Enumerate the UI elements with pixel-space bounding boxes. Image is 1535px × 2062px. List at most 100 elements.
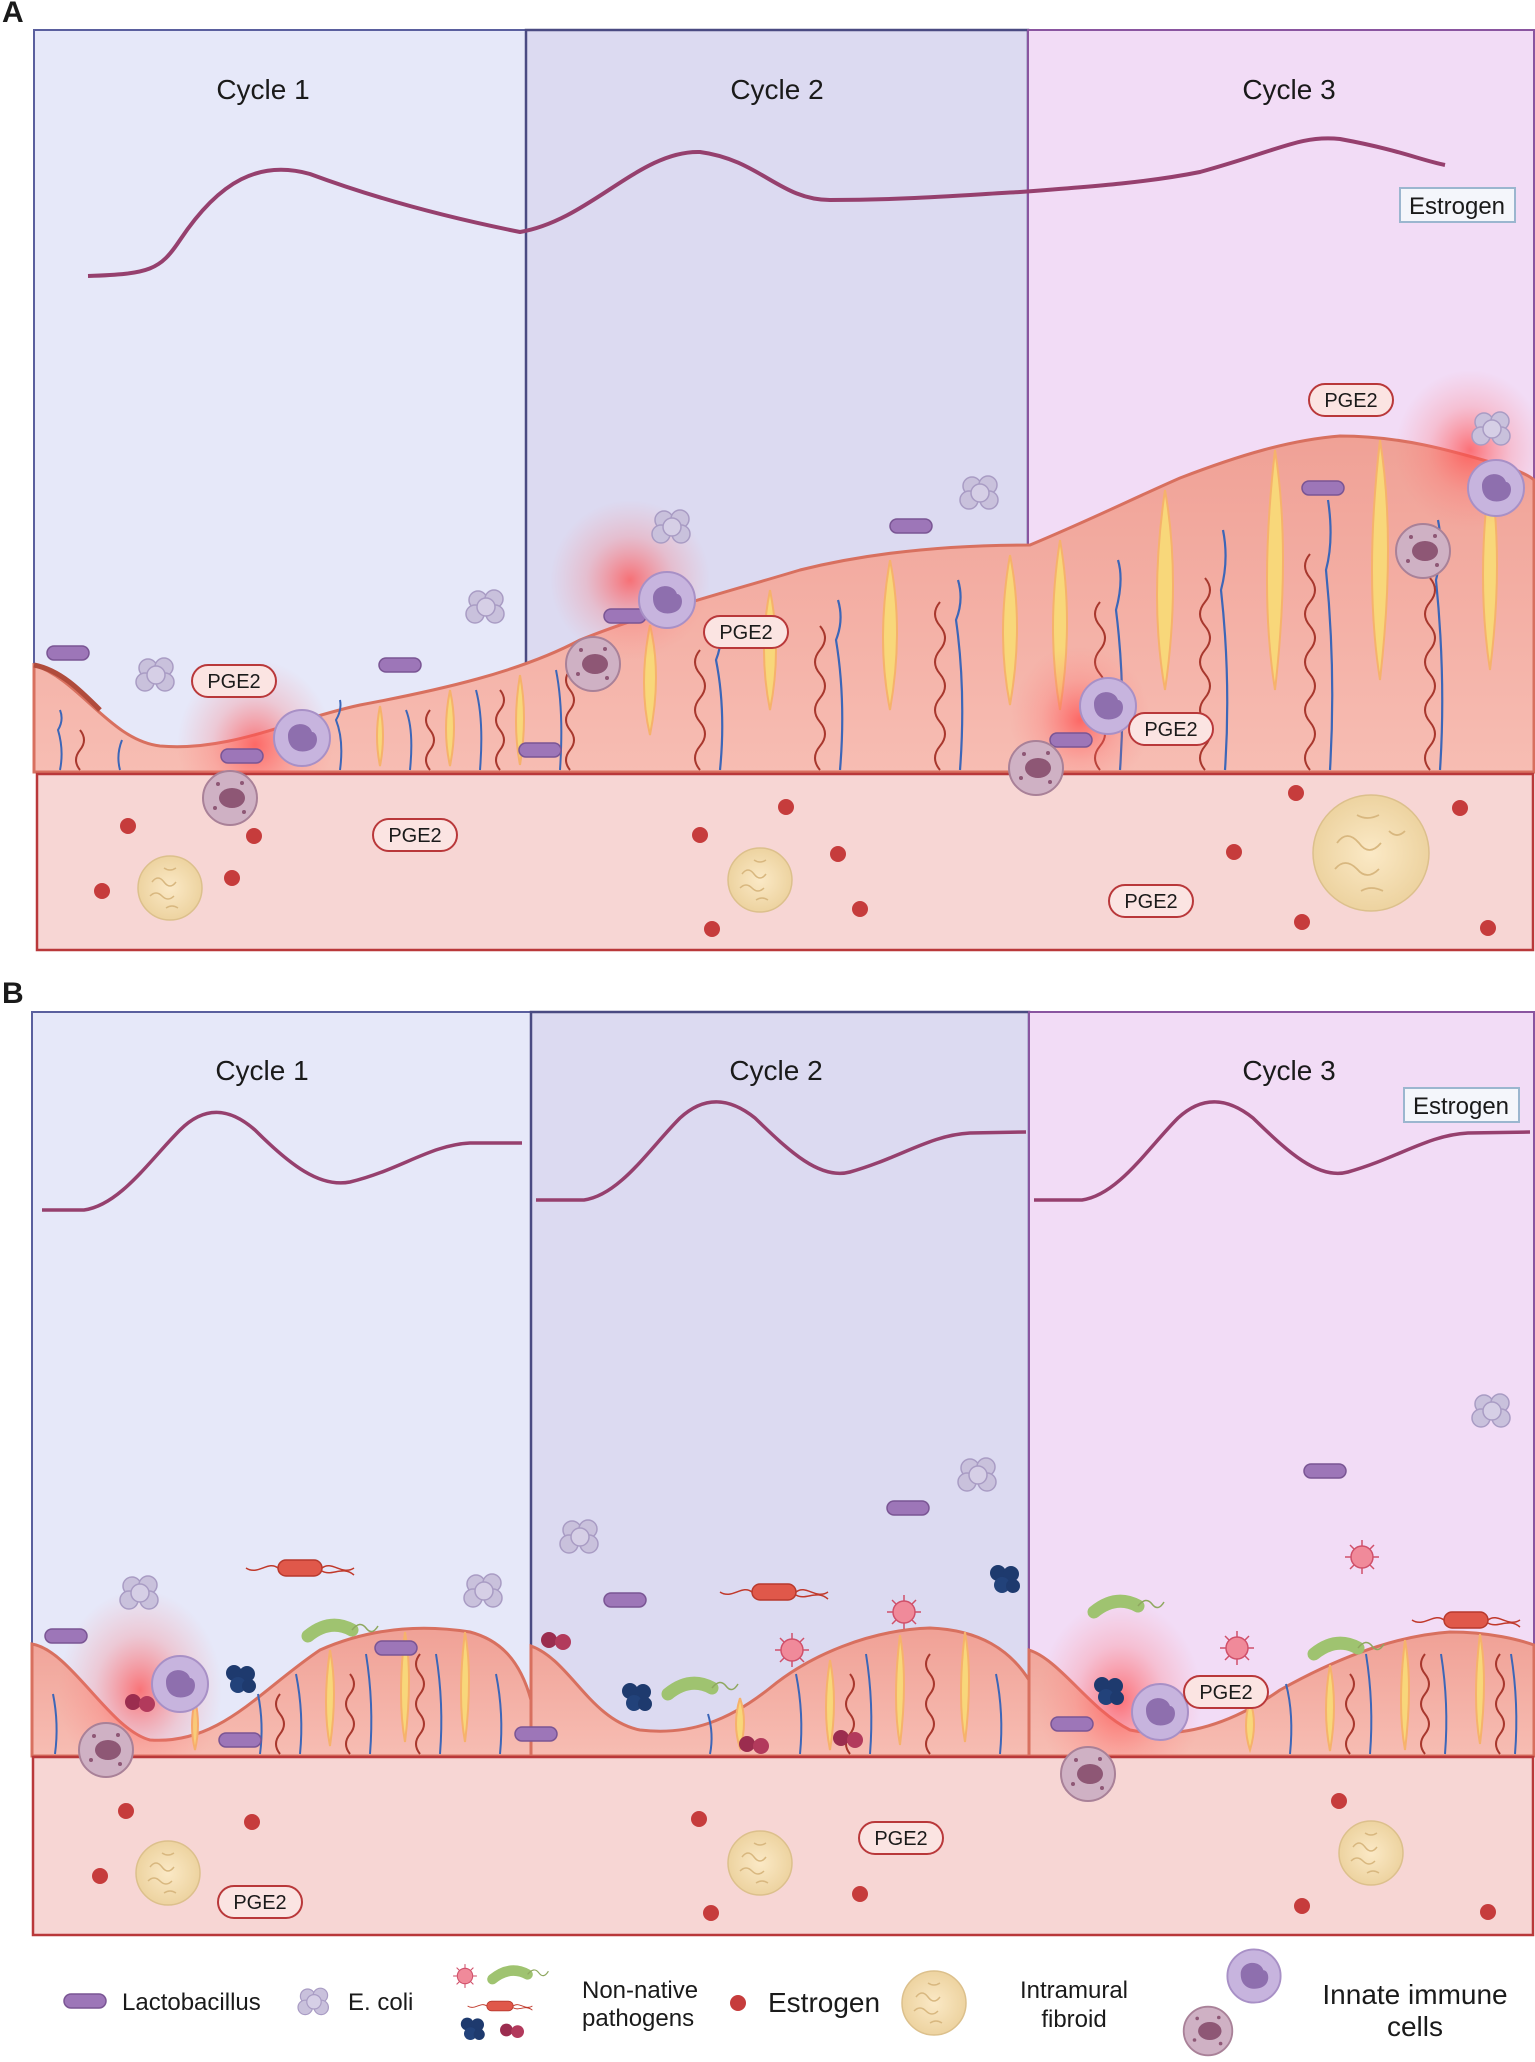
cycle-1-background xyxy=(33,29,527,773)
non-native-pathogen xyxy=(1344,1539,1380,1575)
legend-immune-line1: Innate immune xyxy=(1322,1979,1507,2010)
estrogen-label: Estrogen xyxy=(1409,193,1505,220)
vessels-cycle-1 xyxy=(56,669,563,771)
pge2-label: PGE2 xyxy=(703,615,789,649)
pge2-label: PGE2 xyxy=(1128,712,1214,746)
innate-immune-cell-icon xyxy=(1226,1948,1282,2004)
spiral-arteries-cycle-1 xyxy=(75,669,575,771)
lactobacillus xyxy=(514,1726,558,1742)
intramural-fibroid xyxy=(1338,1820,1404,1886)
e-coli-icon xyxy=(297,1987,329,2016)
lactobacillus xyxy=(518,742,562,758)
panel-letter: B xyxy=(2,977,24,1010)
lactobacillus xyxy=(46,645,90,661)
spiral-arteries-cycle-2 xyxy=(694,601,946,771)
cycle-3-label: Cycle 3 xyxy=(1242,74,1335,105)
vessels-panel-b xyxy=(52,1653,1518,1755)
estrogen-curve xyxy=(536,1100,1027,1202)
lactobacillus xyxy=(1050,1716,1094,1732)
pge2-label: PGE2 xyxy=(1108,884,1194,918)
non-native-pathogen xyxy=(886,1594,922,1630)
non-native-pathogen xyxy=(774,1632,810,1668)
legend-pathogens-line1: Non-native xyxy=(582,1977,698,2004)
pge2-label: PGE2 xyxy=(372,818,458,852)
innate-immune-cell xyxy=(638,571,696,629)
legend-estrogen: Estrogen xyxy=(768,1987,880,2018)
endometrium xyxy=(529,1626,1031,1758)
pge2-label: PGE2 xyxy=(191,664,277,698)
estrogen-label-box xyxy=(1399,187,1516,223)
endometrium-surface-edge xyxy=(33,662,102,712)
cycle-1-label: Cycle 1 xyxy=(215,1055,308,1086)
legend: Lactobacillus E. coli Non-native pathoge… xyxy=(63,1948,1508,2057)
pge2-label: PGE2 xyxy=(1308,383,1394,417)
innate-immune-cell xyxy=(151,1655,209,1713)
intramural-fibroid xyxy=(727,847,793,913)
estrogen-molecules xyxy=(94,785,1496,937)
svg-text:PGE2: PGE2 xyxy=(233,1892,286,1914)
glands-cycle-2 xyxy=(643,554,1018,736)
glands-cycle-1 xyxy=(376,674,525,767)
innate-immune-cell xyxy=(78,1722,134,1778)
svg-text:PGE2: PGE2 xyxy=(874,1828,927,1850)
glands-panel-b xyxy=(191,1631,1485,1754)
innate-immune-cell xyxy=(1008,740,1064,796)
intramural-fibroid-icon xyxy=(901,1970,967,2036)
cycle-2-label: Cycle 2 xyxy=(730,74,823,105)
svg-text:PGE2: PGE2 xyxy=(1124,891,1177,913)
cycle-2-label: Cycle 2 xyxy=(729,1055,822,1086)
pge2-label: PGE2 xyxy=(858,1821,944,1855)
panel-b: B Cycle 1 Cycle 2 Cycle 3 Estrogen xyxy=(2,977,1535,1937)
cycle-1-label: Cycle 1 xyxy=(216,74,309,105)
svg-text:PGE2: PGE2 xyxy=(388,825,441,847)
legend-fibroid-line1: Intramural xyxy=(1020,1977,1128,2004)
lactobacillus xyxy=(44,1628,88,1644)
non-native-pathogen xyxy=(1219,1630,1255,1666)
panel-letter: A xyxy=(2,0,24,29)
legend-lactobacillus: Lactobacillus xyxy=(122,1989,261,2016)
estrogen-label: Estrogen xyxy=(1413,1093,1509,1120)
innate-immune-cell xyxy=(1060,1746,1116,1802)
innate-immune-cell xyxy=(1079,677,1137,735)
lactobacillus xyxy=(603,1592,647,1608)
svg-text:PGE2: PGE2 xyxy=(1144,719,1197,741)
estrogen-curve xyxy=(1034,1100,1531,1202)
lactobacillus xyxy=(889,518,933,534)
estrogen-curve xyxy=(87,136,1446,278)
estrogen-molecules xyxy=(92,1793,1496,1921)
lactobacillus xyxy=(374,1640,418,1656)
intramural-fibroid xyxy=(135,1840,201,1906)
intramural-fibroid xyxy=(727,1830,793,1896)
lactobacillus xyxy=(220,748,264,764)
estrogen-icon xyxy=(730,1995,746,2011)
lactobacillus xyxy=(1303,1463,1347,1479)
pge2-label: PGE2 xyxy=(1183,1675,1269,1709)
lactobacillus xyxy=(218,1732,262,1748)
cycle-3-label: Cycle 3 xyxy=(1242,1055,1335,1086)
spiral-arteries-panel-b xyxy=(275,1653,1505,1755)
intramural-fibroid xyxy=(137,855,203,921)
innate-immune-cell xyxy=(565,636,621,692)
lactobacillus-icon xyxy=(63,1993,107,2009)
legend-fibroid-line2: fibroid xyxy=(1041,2006,1106,2033)
legend-ecoli: E. coli xyxy=(348,1989,413,2016)
innate-immune-cell xyxy=(1395,523,1451,579)
innate-immune-cell xyxy=(202,770,258,826)
estrogen-curve xyxy=(42,1110,522,1212)
lactobacillus xyxy=(603,608,647,624)
svg-text:PGE2: PGE2 xyxy=(207,671,260,693)
svg-text:PGE2: PGE2 xyxy=(1199,1682,1252,1704)
innate-immune-cell-icon xyxy=(1182,2005,1234,2057)
estrogen-label-box xyxy=(1403,1087,1520,1123)
legend-immune-line2: cells xyxy=(1387,2011,1443,2042)
intramural-fibroid xyxy=(1312,794,1430,912)
innate-immune-cell xyxy=(1131,1683,1189,1741)
innate-immune-cell xyxy=(273,709,331,767)
lactobacillus xyxy=(378,657,422,673)
legend-pathogens-line2: pathogens xyxy=(582,2005,694,2032)
non-native-pathogens-icon xyxy=(452,1963,548,2040)
svg-text:PGE2: PGE2 xyxy=(719,622,772,644)
svg-text:PGE2: PGE2 xyxy=(1324,390,1377,412)
innate-immune-cell xyxy=(1467,459,1525,517)
